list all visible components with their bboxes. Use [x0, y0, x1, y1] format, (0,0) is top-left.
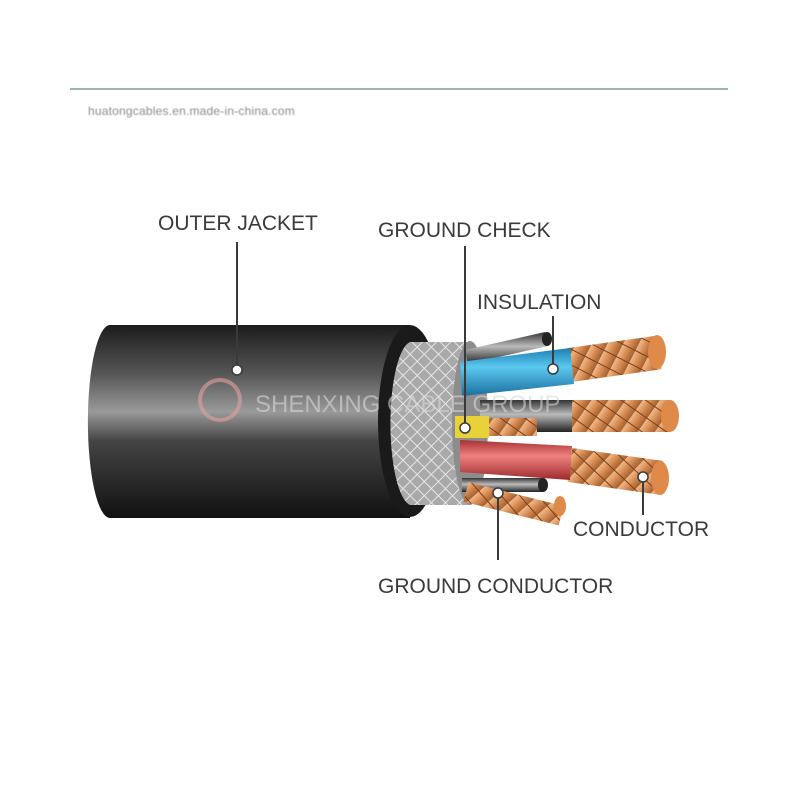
- outer-jacket: [87, 325, 442, 518]
- conductor-red: [460, 440, 669, 495]
- conductor-blue: [460, 335, 666, 396]
- label-outer-jacket: OUTER JACKET: [158, 212, 318, 235]
- watermark-logo-icon: [198, 378, 242, 422]
- label-conductor: CONDUCTOR: [573, 518, 709, 541]
- leader-lines: [236, 242, 644, 560]
- leader-dots: [231, 363, 649, 499]
- ground-conductor: [463, 482, 566, 526]
- source-url: huatongcables.en.made-in-china.com: [88, 104, 295, 118]
- label-ground-check: GROUND CHECK: [378, 219, 551, 242]
- watermark: SHENXING CABLE GROUP: [255, 391, 560, 418]
- label-insulation: INSULATION: [477, 291, 601, 314]
- conductor-grey: [480, 400, 679, 432]
- label-ground-conductor: GROUND CONDUCTOR: [378, 575, 613, 598]
- header-divider: [70, 88, 728, 90]
